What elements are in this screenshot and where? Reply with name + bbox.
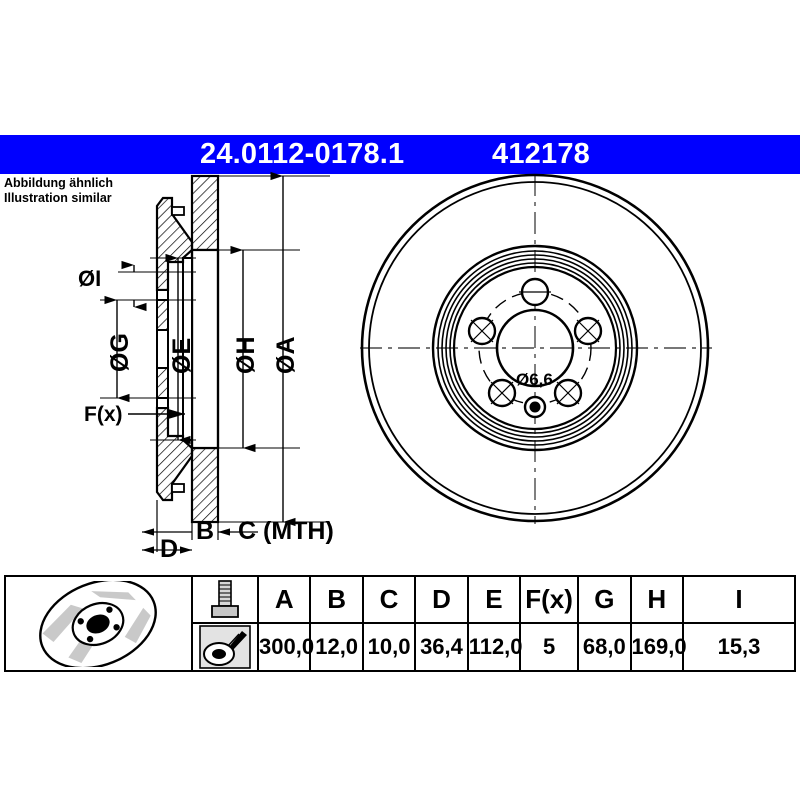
value-Fx: 5 xyxy=(519,622,580,672)
column-header-D: D xyxy=(414,575,469,624)
dimension-label-I: ØI xyxy=(78,266,102,291)
dimension-label-E: ØE xyxy=(168,337,196,374)
disc-friction-edge-circle xyxy=(368,181,702,515)
bolt-holes xyxy=(467,277,603,408)
value-B: 12,0 xyxy=(309,622,364,672)
rotor-center-bore-lines xyxy=(156,330,169,368)
value-I: 15,3 xyxy=(682,622,796,672)
column-header-H: H xyxy=(629,575,685,624)
part-number: 24.0112-0178.1 xyxy=(200,138,405,170)
cross-section-view xyxy=(100,171,330,554)
bolt-hole xyxy=(487,378,517,408)
value-G: 68,0 xyxy=(577,622,632,672)
hub-ring-circles xyxy=(431,244,639,452)
front-view xyxy=(360,173,712,524)
center-bore-circle xyxy=(495,308,575,388)
dimension-label-A: ØA xyxy=(272,336,300,375)
value-C: 10,0 xyxy=(361,622,417,672)
column-header-G: G xyxy=(577,575,632,624)
note-line-en: Illustration similar xyxy=(4,191,112,205)
bolt-hole xyxy=(467,316,497,346)
illustration-note: Abbildung ähnlich Illustration similar xyxy=(4,176,184,206)
value-D: 36,4 xyxy=(414,622,469,672)
centerlines xyxy=(360,174,712,524)
dimension-label-D: D xyxy=(160,535,179,563)
table-value-row: 300,0 12,0 10,0 36,4 112,0 5 68,0 169,0 … xyxy=(5,622,796,672)
bolt-hole xyxy=(573,316,603,346)
column-header-C: C xyxy=(361,575,417,624)
column-header-E: E xyxy=(466,575,522,624)
brake-disc-icon-svg xyxy=(39,580,157,667)
disc-outer-circle xyxy=(360,173,710,523)
value-A: 300,0 xyxy=(256,622,314,672)
note-line-de: Abbildung ähnlich xyxy=(4,176,114,190)
dimension-label-C: C (MTH) xyxy=(238,517,334,545)
value-E: 112,0 xyxy=(466,622,523,672)
column-header-B: B xyxy=(309,575,364,624)
reference-number: 412178 xyxy=(492,138,590,170)
thickness-dimension-lines xyxy=(142,500,258,554)
bolt-hole xyxy=(553,378,583,408)
mounting-tool-icon-svg xyxy=(199,625,251,669)
dimension-label-H: ØH xyxy=(232,336,260,375)
dimension-label-Fx: F(x) xyxy=(84,403,123,426)
bolt-icon xyxy=(191,575,259,624)
brake-disc-icon xyxy=(4,575,193,672)
value-H: 169,0 xyxy=(629,622,687,672)
mounting-tool-icon xyxy=(191,622,259,672)
column-header-A: A xyxy=(256,575,312,624)
specification-table: A B C D E F(x) G H I 300,0 12,0 10,0 xyxy=(4,575,796,672)
column-header-I: I xyxy=(682,575,796,624)
dimension-label-B: B xyxy=(196,517,215,545)
column-header-Fx: F(x) xyxy=(519,575,580,624)
table-header-row: A B C D E F(x) G H I xyxy=(4,575,796,672)
rotor-rim-section xyxy=(190,174,220,524)
bolt-hole xyxy=(519,277,551,307)
header-bar xyxy=(0,135,800,174)
dimension-label-G: ØG xyxy=(106,333,134,372)
bolt-hole-diameter-label: Ø6,6 xyxy=(516,370,553,389)
locating-pin-hole xyxy=(523,395,547,419)
bolt-icon-svg xyxy=(211,579,239,618)
